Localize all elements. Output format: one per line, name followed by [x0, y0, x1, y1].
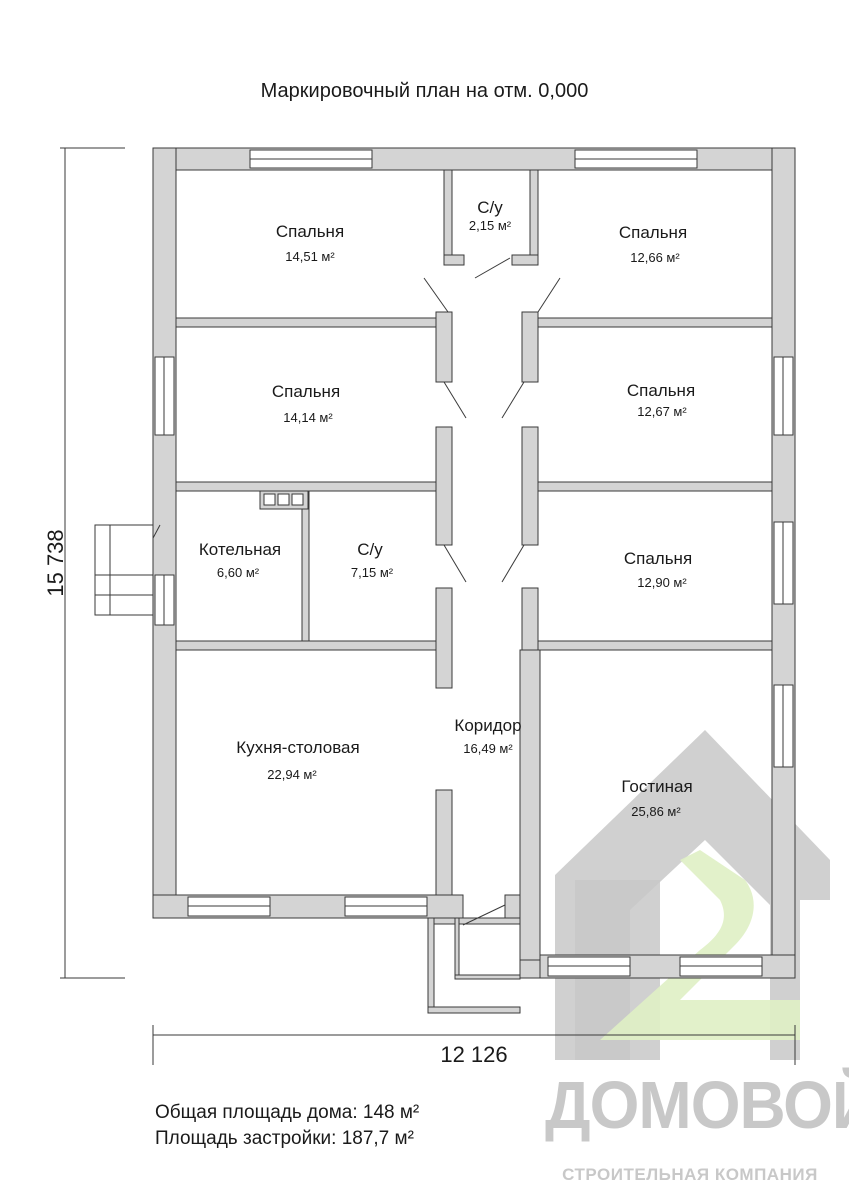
room-area: 12,67 м² [637, 404, 687, 419]
room-name: Спальня [276, 222, 344, 241]
entry-steps [94, 524, 154, 616]
built-area: Площадь застройки: 187,7 м² [155, 1128, 414, 1149]
room-name: Спальня [624, 549, 692, 568]
room-name: С/у [477, 198, 503, 217]
boiler-equipment [259, 490, 309, 510]
room-area: 14,14 м² [283, 410, 333, 425]
room-name: Котельная [199, 540, 281, 559]
height-dimension: 15 738 [43, 529, 68, 596]
room-area: 2,15 м² [469, 218, 512, 233]
room-area: 16,49 м² [463, 741, 513, 756]
room-name: Спальня [272, 382, 340, 401]
room-area: 6,60 м² [217, 565, 260, 580]
plan-title: Маркировочный план на отм. 0,000 [260, 80, 589, 102]
room-name: Гостиная [621, 777, 692, 796]
room-area: 22,94 м² [267, 767, 317, 782]
door-swings [135, 257, 561, 926]
walls [152, 147, 796, 1014]
area-totals: Общая площадь дома: 148 м² Площадь застр… [155, 1100, 419, 1152]
dimension-lines [60, 147, 796, 1065]
room-name: Коридор [454, 716, 521, 735]
room-area: 25,86 м² [631, 804, 681, 819]
width-dimension: 12 126 [440, 1042, 507, 1067]
room-labels: Спальня 14,51 м² С/у 2,15 м² Спальня 12,… [199, 198, 695, 819]
company-logo-name: ДОМОВОЙ [545, 1067, 849, 1143]
room-area: 12,66 м² [630, 250, 680, 265]
total-area: Общая площадь дома: 148 м² [155, 1102, 420, 1123]
room-area: 12,90 м² [637, 575, 687, 590]
room-name: Спальня [627, 381, 695, 400]
company-logo-subtitle: СТРОИТЕЛЬНАЯ КОМПАНИЯ [562, 1165, 818, 1184]
windows [154, 149, 794, 977]
room-name: Спальня [619, 223, 687, 242]
room-name: С/у [357, 540, 383, 559]
room-area: 7,15 м² [351, 565, 394, 580]
room-name: Кухня-столовая [236, 738, 359, 757]
room-area: 14,51 м² [285, 249, 335, 264]
